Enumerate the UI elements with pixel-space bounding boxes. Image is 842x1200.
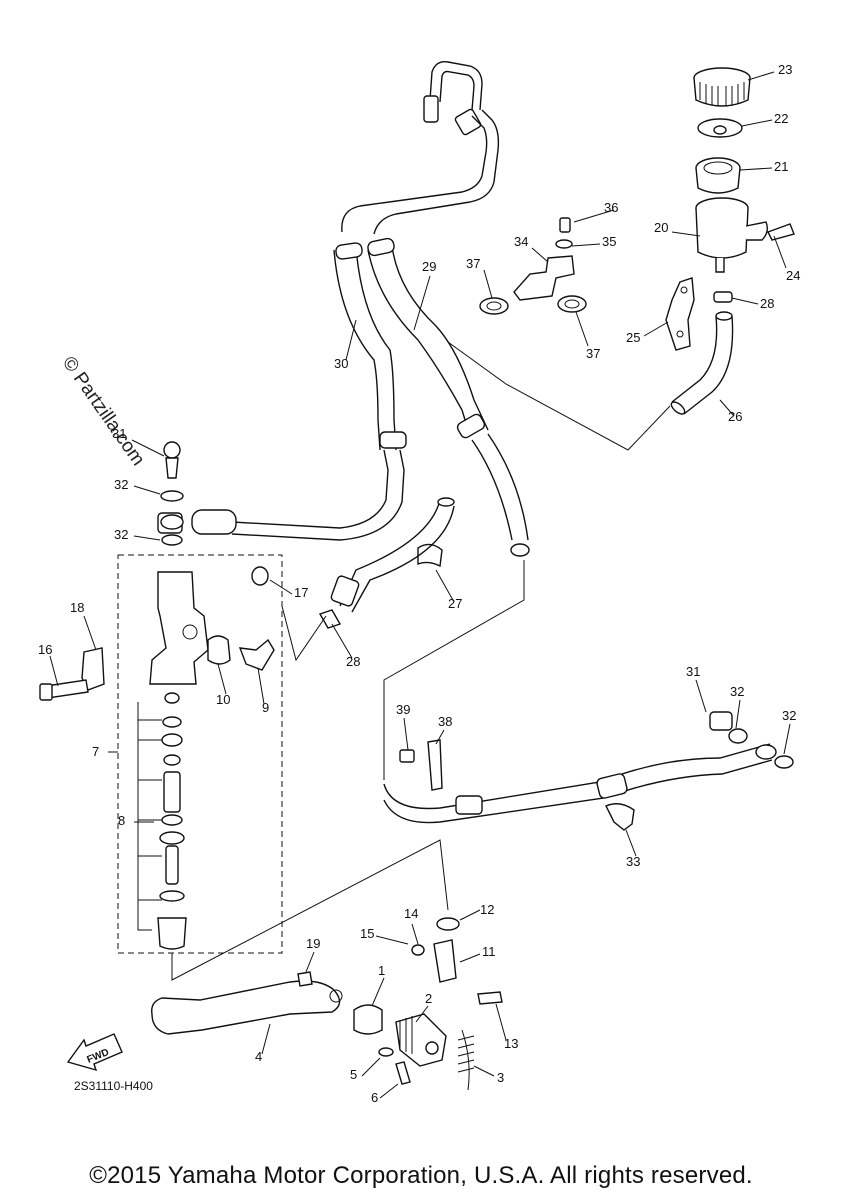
callout-29: 29 <box>422 259 436 274</box>
watermark-text: © Partzilla.com <box>58 353 149 470</box>
bracket-25 <box>665 277 695 351</box>
callout-18: 18 <box>70 600 84 615</box>
callout-38: 38 <box>438 714 452 729</box>
brake-hose-29-30 <box>157 61 530 557</box>
callout-20: 20 <box>654 220 668 235</box>
callout-28a: 28 <box>760 296 774 311</box>
callout-39: 39 <box>396 702 410 717</box>
callout-13: 13 <box>504 1036 518 1051</box>
callout-34: 34 <box>514 234 528 249</box>
callout-9: 9 <box>262 700 269 715</box>
callout-32b: 32 <box>114 527 128 542</box>
callout-7: 7 <box>92 744 99 759</box>
callout-32c: 32 <box>730 684 744 699</box>
lower-brake-hose <box>383 711 794 831</box>
callout-2: 2 <box>425 991 432 1006</box>
callout-25: 25 <box>626 330 640 345</box>
callout-6: 6 <box>371 1090 378 1105</box>
callout-11: 11 <box>482 944 496 959</box>
callout-30: 30 <box>334 356 348 371</box>
callout-31a: 31 <box>112 426 126 441</box>
callout-8: 8 <box>118 813 125 828</box>
callout-5: 5 <box>350 1067 357 1082</box>
fwd-arrow: FWD <box>66 1033 123 1072</box>
callout-35: 35 <box>602 234 616 249</box>
callout-24: 24 <box>786 268 800 283</box>
callout-10: 10 <box>216 692 230 707</box>
callout-37a: 37 <box>466 256 480 271</box>
callout-31b: 31 <box>686 664 700 679</box>
reservoir-hose-26 <box>670 311 734 415</box>
callout-17: 17 <box>294 585 308 600</box>
callout-36: 36 <box>604 200 618 215</box>
guide-lines <box>171 341 671 981</box>
reservoir-assembly <box>693 67 795 303</box>
callout-15: 15 <box>360 926 374 941</box>
master-cylinder <box>39 441 283 954</box>
callout-32a: 32 <box>114 477 128 492</box>
callout-19: 19 <box>306 936 320 951</box>
part-code: 2S31110-H400 <box>74 1079 153 1093</box>
callout-21: 21 <box>774 159 788 174</box>
callout-16: 16 <box>38 642 52 657</box>
callout-22: 22 <box>774 111 788 126</box>
hose-clamp-27-clip-28 <box>318 497 455 629</box>
callout-27: 27 <box>448 596 462 611</box>
brake-pedal-assembly <box>151 917 503 1091</box>
callout-23: 23 <box>778 62 792 77</box>
bracket-34-clamps-37 <box>479 217 587 315</box>
callout-1: 1 <box>378 963 385 978</box>
callout-28b: 28 <box>346 654 360 669</box>
callout-33: 33 <box>626 854 640 869</box>
callout-3: 3 <box>497 1070 504 1085</box>
callout-12: 12 <box>480 902 494 917</box>
callout-leader-lines <box>49 71 791 1099</box>
copyright-notice: ©2015 Yamaha Motor Corporation, U.S.A. A… <box>89 1162 753 1189</box>
callout-37b: 37 <box>586 346 600 361</box>
callout-labels: 1 2 3 4 5 6 7 8 9 10 11 12 13 14 15 16 1… <box>38 62 800 1105</box>
callout-32d: 32 <box>782 708 796 723</box>
callout-4: 4 <box>255 1049 262 1064</box>
callout-14: 14 <box>404 906 418 921</box>
